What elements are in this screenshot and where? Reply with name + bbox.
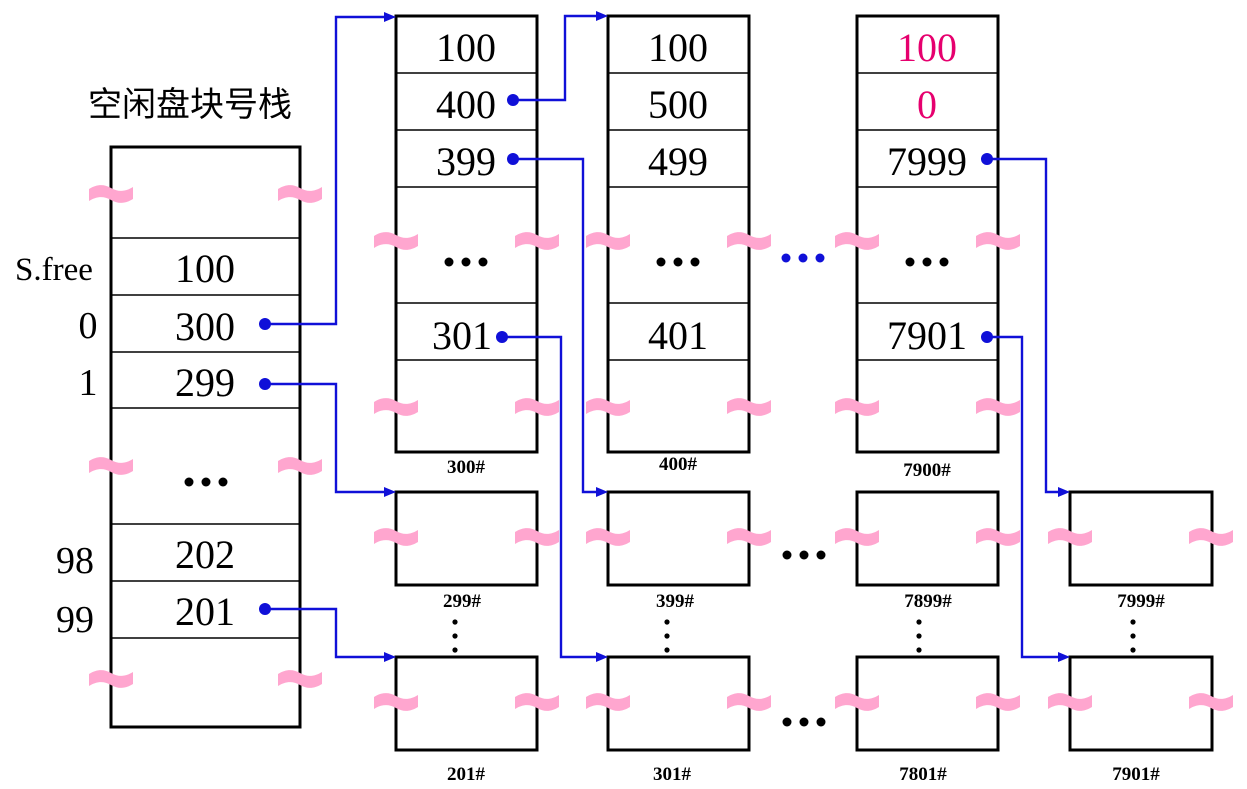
- block-cell: 401: [648, 313, 708, 358]
- free-block: [1068, 655, 1214, 752]
- free-block: [855, 490, 1000, 587]
- stack-cell: 299: [175, 360, 235, 405]
- group-block-300: 100 400 399 301 300#: [394, 14, 539, 478]
- stack-index: 0: [79, 305, 98, 347]
- stack-ellipsis: [184, 477, 228, 487]
- block-caption: 7999#: [1117, 591, 1165, 612]
- sfree-label: S.free: [15, 252, 93, 288]
- free-block: [606, 490, 751, 587]
- blocks-ellipsis: [781, 253, 825, 263]
- block-cell: 7999: [887, 139, 967, 184]
- block-cell-highlight: 100: [897, 25, 957, 70]
- block-ellipsis: [905, 257, 949, 267]
- group-block-400: 100 500 499 401 400#: [606, 14, 751, 475]
- block-caption: 299#: [443, 591, 482, 612]
- stack-cell: 300: [175, 304, 235, 349]
- block-ellipsis: [656, 257, 700, 267]
- stack-index: 1: [79, 362, 98, 404]
- free-block-stack: S.free 0 1 98 99 100 300 299 202 201: [15, 145, 302, 729]
- free-blocks-row-2: 201# 301# 7801# 7901#: [394, 655, 1214, 785]
- block-cell: 100: [648, 25, 708, 70]
- stack-frame: [109, 145, 302, 729]
- free-blocks-row-1: 299# 399# 7899# 7999#: [394, 490, 1214, 612]
- block-caption: 301#: [653, 764, 692, 785]
- row-ellipsis: [782, 550, 826, 727]
- free-block: [1068, 490, 1214, 587]
- free-block: [855, 655, 1000, 752]
- block-cell: 399: [436, 139, 496, 184]
- group-block-7900: 100 0 7999 7901 7900#: [855, 14, 1000, 481]
- block-ellipsis: [444, 257, 488, 267]
- block-caption: 300#: [447, 457, 486, 478]
- column-ellipsis: [452, 619, 1136, 653]
- block-caption: 7901#: [1112, 764, 1160, 785]
- stack-index: 99: [56, 599, 94, 641]
- pointer-connectors: [259, 11, 1070, 662]
- block-caption: 400#: [659, 454, 698, 475]
- free-block: [394, 655, 539, 752]
- stack-cell: 202: [175, 532, 235, 577]
- block-cell: 100: [436, 25, 496, 70]
- block-caption: 399#: [656, 591, 695, 612]
- block-caption: 7801#: [899, 764, 947, 785]
- block-cell: 499: [648, 139, 708, 184]
- block-cell: 7901: [887, 313, 967, 358]
- stack-cell: 100: [175, 246, 235, 291]
- stack-index: 98: [56, 540, 94, 582]
- block-cell: 301: [432, 313, 492, 358]
- free-block: [394, 490, 539, 587]
- block-caption: 7899#: [904, 591, 952, 612]
- block-caption: 201#: [447, 764, 486, 785]
- block-caption: 7900#: [903, 460, 951, 481]
- block-cell-highlight: 0: [917, 82, 937, 127]
- free-block: [606, 655, 751, 752]
- diagram-title: 空闲盘块号栈: [88, 85, 292, 125]
- block-cell: 400: [436, 82, 496, 127]
- block-cell: 500: [648, 82, 708, 127]
- stack-cell: 201: [175, 589, 235, 634]
